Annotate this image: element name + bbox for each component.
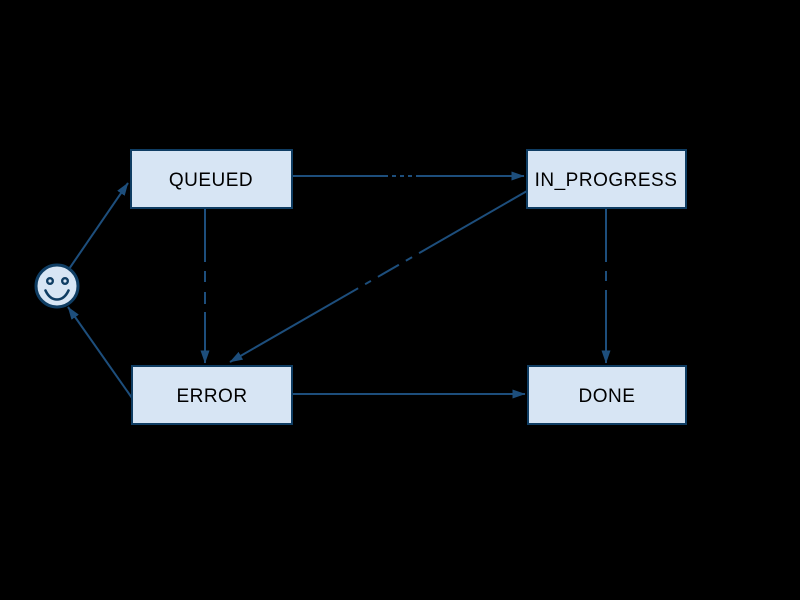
smiley-mouth <box>44 289 70 301</box>
smiley-head <box>34 263 80 309</box>
node-in-progress-label: IN_PROGRESS <box>535 170 678 191</box>
node-error-box <box>131 365 293 425</box>
edge-in-progress-to-error <box>229 190 528 363</box>
node-done-label: DONE <box>579 386 636 407</box>
edge-label-gap-artifacts <box>202 173 609 312</box>
node-error: ERROR <box>131 365 293 425</box>
node-error-label: ERROR <box>176 386 247 407</box>
smiley-right-eye <box>61 277 70 286</box>
smiley-left-eye <box>46 277 55 286</box>
edge-start-to-queued <box>68 182 129 270</box>
edge-group <box>67 171 611 399</box>
smiley-face-icon <box>34 263 80 309</box>
node-queued-box <box>130 149 293 209</box>
node-in-progress: IN_PROGRESS <box>526 149 687 209</box>
node-done-box <box>527 365 687 425</box>
edge-error-to-start <box>67 306 133 399</box>
node-queued: QUEUED <box>130 149 293 209</box>
node-queued-label: QUEUED <box>169 170 253 191</box>
node-in-progress-box <box>526 149 687 209</box>
node-done: DONE <box>527 365 687 425</box>
